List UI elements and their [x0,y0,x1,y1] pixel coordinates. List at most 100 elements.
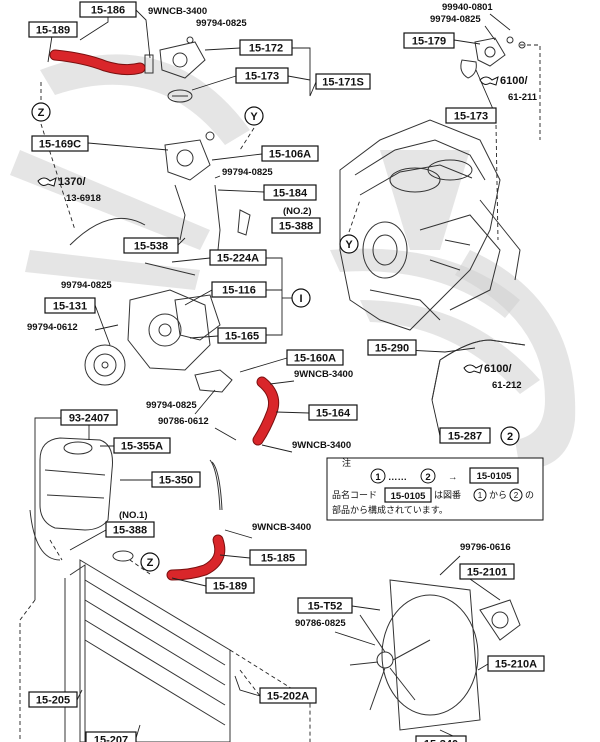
part-label-text: 15-164 [316,408,351,420]
part-label-text: 15-340 [424,739,458,742]
part-label-15-131: 15-131 [44,297,96,314]
part-label-15-355a: 15-355A [113,437,171,454]
part-label-text: 15-165 [225,331,259,343]
note-seq-1: 1 [375,472,381,483]
part-label-text: 15-T52 [308,601,343,613]
circle-marker-y: Y [244,106,264,126]
fastener-code: 99794-0825 [196,18,247,29]
engine-block [339,119,521,331]
part-label-15-287: 15-287 [439,427,491,444]
part-label-text: 15-224A [217,253,259,265]
part-label-15-189: 15-189 [28,21,78,38]
part-label-15-172: 15-172 [239,39,293,56]
part-label-15-189: 15-189 [205,577,255,594]
note-line2e: の [525,491,534,501]
part-label-15-205: 15-205 [28,691,78,708]
circle-marker-2: 2 [500,426,520,446]
water-outlet-assembly [144,36,206,103]
reference-sub: 61-211 [508,92,538,103]
note-line3: 部品から構成されています。 [332,504,448,516]
circle-marker-text: I [299,293,302,305]
part-label-text: 15-185 [261,553,295,565]
leader-lines [34,9,511,742]
part-label-15-173: 15-173 [445,107,497,124]
part-label-15-210a: 15-210A [487,655,545,672]
part-label-text: 15-350 [159,475,193,487]
part-label-text: 15-106A [269,149,311,161]
fastener-codes: 9WNCB-340099794-082599940-080199794-0825… [27,2,511,629]
circle-marker-text: Z [147,557,154,569]
note-line2d: から [489,490,507,501]
part-label-15-186: 15-186 [79,1,137,18]
part-label-text: 15-287 [448,431,482,443]
part-label-15-179: 15-179 [403,32,455,49]
part-label-text: 15-179 [412,36,446,48]
cross-reference: 1370/13-6918 [37,176,101,204]
reference-arrow-icon [479,76,499,86]
fastener-code: 99794-0825 [146,400,197,411]
part-label-15-106a: 15-106A [261,145,319,162]
part-label-text: 15-2101 [467,567,507,579]
part-label-15-388: 15-388 [271,217,321,234]
part-label-text: 15-207 [94,735,128,742]
reference-main: 6100/ [484,363,512,375]
note-code: 15-0105 [477,471,513,482]
circle-marker-y: Y [339,234,359,254]
thermostat-housing [460,36,526,79]
fastener-code: 99794-0825 [430,14,481,25]
part-label-15-171s: 15-171S [315,73,371,90]
part-label-15-207: 15-207 [85,731,137,742]
part-label-15-350: 15-350 [151,471,201,488]
part-label-93-2407: 93-2407 [60,409,118,426]
fastener-code: 9WNCB-3400 [252,522,311,533]
fastener-code: 99794-0612 [27,322,78,333]
note-line2c: は図番 [434,489,461,501]
fastener-code: 9WNCB-3400 [294,369,353,380]
part-label-text: 15-538 [134,241,168,253]
bypass-hose [252,376,280,446]
part-label-15-388: 15-388 [105,521,155,538]
part-label-15-2101: 15-2101 [459,563,515,580]
fastener-code: 99794-0825 [222,167,273,178]
note-arrow: → [448,472,458,483]
part-label-text: 15-210A [495,659,537,671]
fastener-code: 9WNCB-3400 [292,440,351,451]
part-label-text: 15-355A [121,441,163,453]
part-label-text: 15-388 [113,525,147,537]
part-label-15-169c: 15-169C [31,135,89,152]
part-label-text: 93-2407 [69,413,109,425]
part-label-text: 15-160A [294,353,336,365]
note-dots: …… [388,472,407,483]
note-title: 注 [342,457,351,469]
part-label-text: 15-205 [36,695,70,707]
part-label-text: 15-290 [375,343,409,355]
fastener-code: 9WNCB-3400 [148,6,207,17]
radiator [64,550,231,742]
note-line2a: 品名コード [332,489,377,501]
part-label-text: 15-186 [91,5,125,17]
reference-sub: 61-212 [492,380,522,391]
part-label-text: 15-169C [39,139,81,151]
reference-arrow-icon [463,364,483,374]
upper-hose [49,49,146,76]
part-label-text: 15-171S [322,77,364,89]
circle-marker-text: Y [345,239,353,251]
part-label-text: 15-131 [53,301,87,313]
fastener-code: 90786-0825 [295,618,346,629]
circle-marker-i: I [291,288,311,308]
cross-reference: 6100/61-211 [479,75,538,103]
fastener-code: 99796-0616 [460,542,511,553]
note-c1: 1 [478,491,483,500]
fan-shroud [349,579,521,731]
part-label-text: 15-202A [267,691,309,703]
note-seq-2: 2 [425,472,430,483]
note-box: 注 1 …… 2 → 15-0105 品名コード 15-0105 は図番 1 か… [326,457,544,521]
note-c2: 2 [514,491,519,500]
part-label-15-160a: 15-160A [286,349,344,366]
part-label-15-290: 15-290 [367,339,417,356]
part-label-text: 15-173 [454,111,488,123]
part-label-text: 15-173 [245,71,279,83]
circle-marker-text: 2 [507,431,513,443]
part-label-text: 15-388 [279,221,313,233]
